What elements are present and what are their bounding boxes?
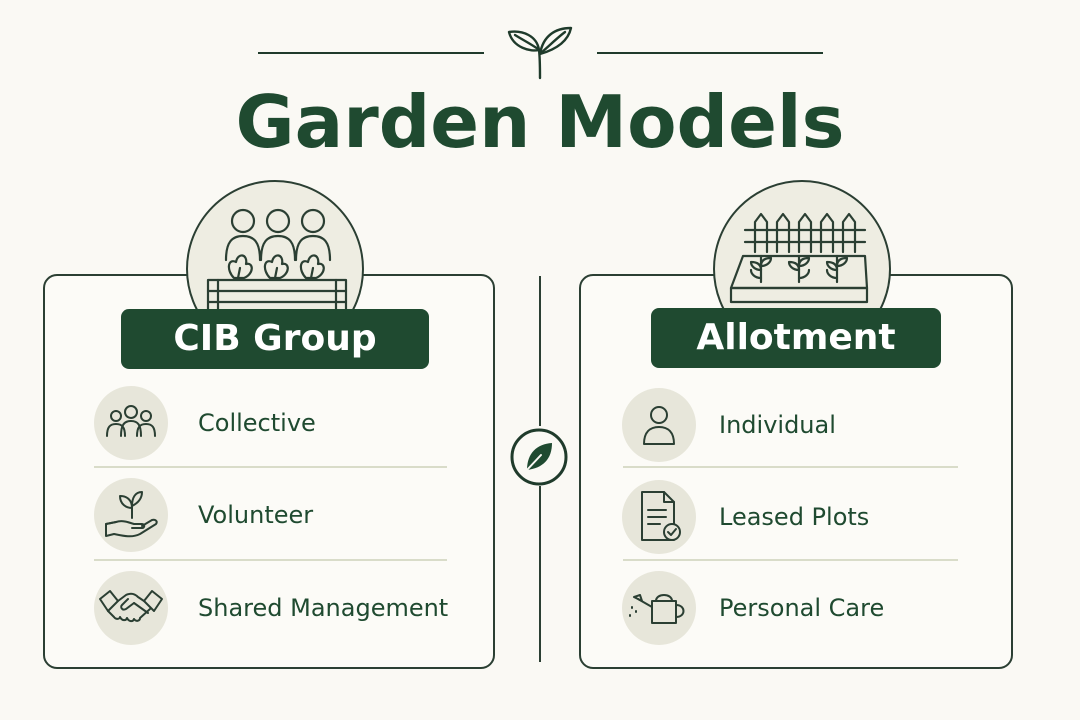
- cib-group-heading: CIB Group: [121, 309, 429, 369]
- list-item: Collective: [94, 386, 454, 466]
- watering-can-icon: [622, 571, 696, 645]
- allotment-heading: Allotment: [651, 308, 941, 368]
- leaf-icon: [510, 428, 568, 486]
- divider: [94, 466, 447, 468]
- list-item: Leased Plots: [622, 480, 982, 560]
- title-rule-right: [597, 52, 823, 54]
- personal-care-label: Personal Care: [719, 594, 885, 622]
- hand-sprout-icon: [94, 478, 168, 552]
- divider: [623, 466, 958, 468]
- divider: [94, 559, 447, 561]
- page-title: Garden Models: [235, 80, 845, 164]
- handshake-icon: [94, 571, 168, 645]
- group-people-icon: [94, 386, 168, 460]
- volunteer-label: Volunteer: [198, 501, 314, 529]
- divider: [623, 559, 958, 561]
- center-divider-bottom: [539, 486, 541, 662]
- sprout-icon: [507, 26, 573, 80]
- list-item: Shared Management: [94, 571, 454, 651]
- person-icon: [622, 388, 696, 462]
- leased-plots-label: Leased Plots: [719, 503, 870, 531]
- list-item: Personal Care: [622, 571, 982, 651]
- shared-management-label: Shared Management: [198, 594, 449, 622]
- list-item: Individual: [622, 388, 982, 468]
- center-divider-top: [539, 276, 541, 426]
- collective-label: Collective: [198, 409, 316, 437]
- title-rule-left: [258, 52, 484, 54]
- list-item: Volunteer: [94, 478, 454, 558]
- lease-document-icon: [622, 480, 696, 554]
- individual-label: Individual: [719, 411, 836, 439]
